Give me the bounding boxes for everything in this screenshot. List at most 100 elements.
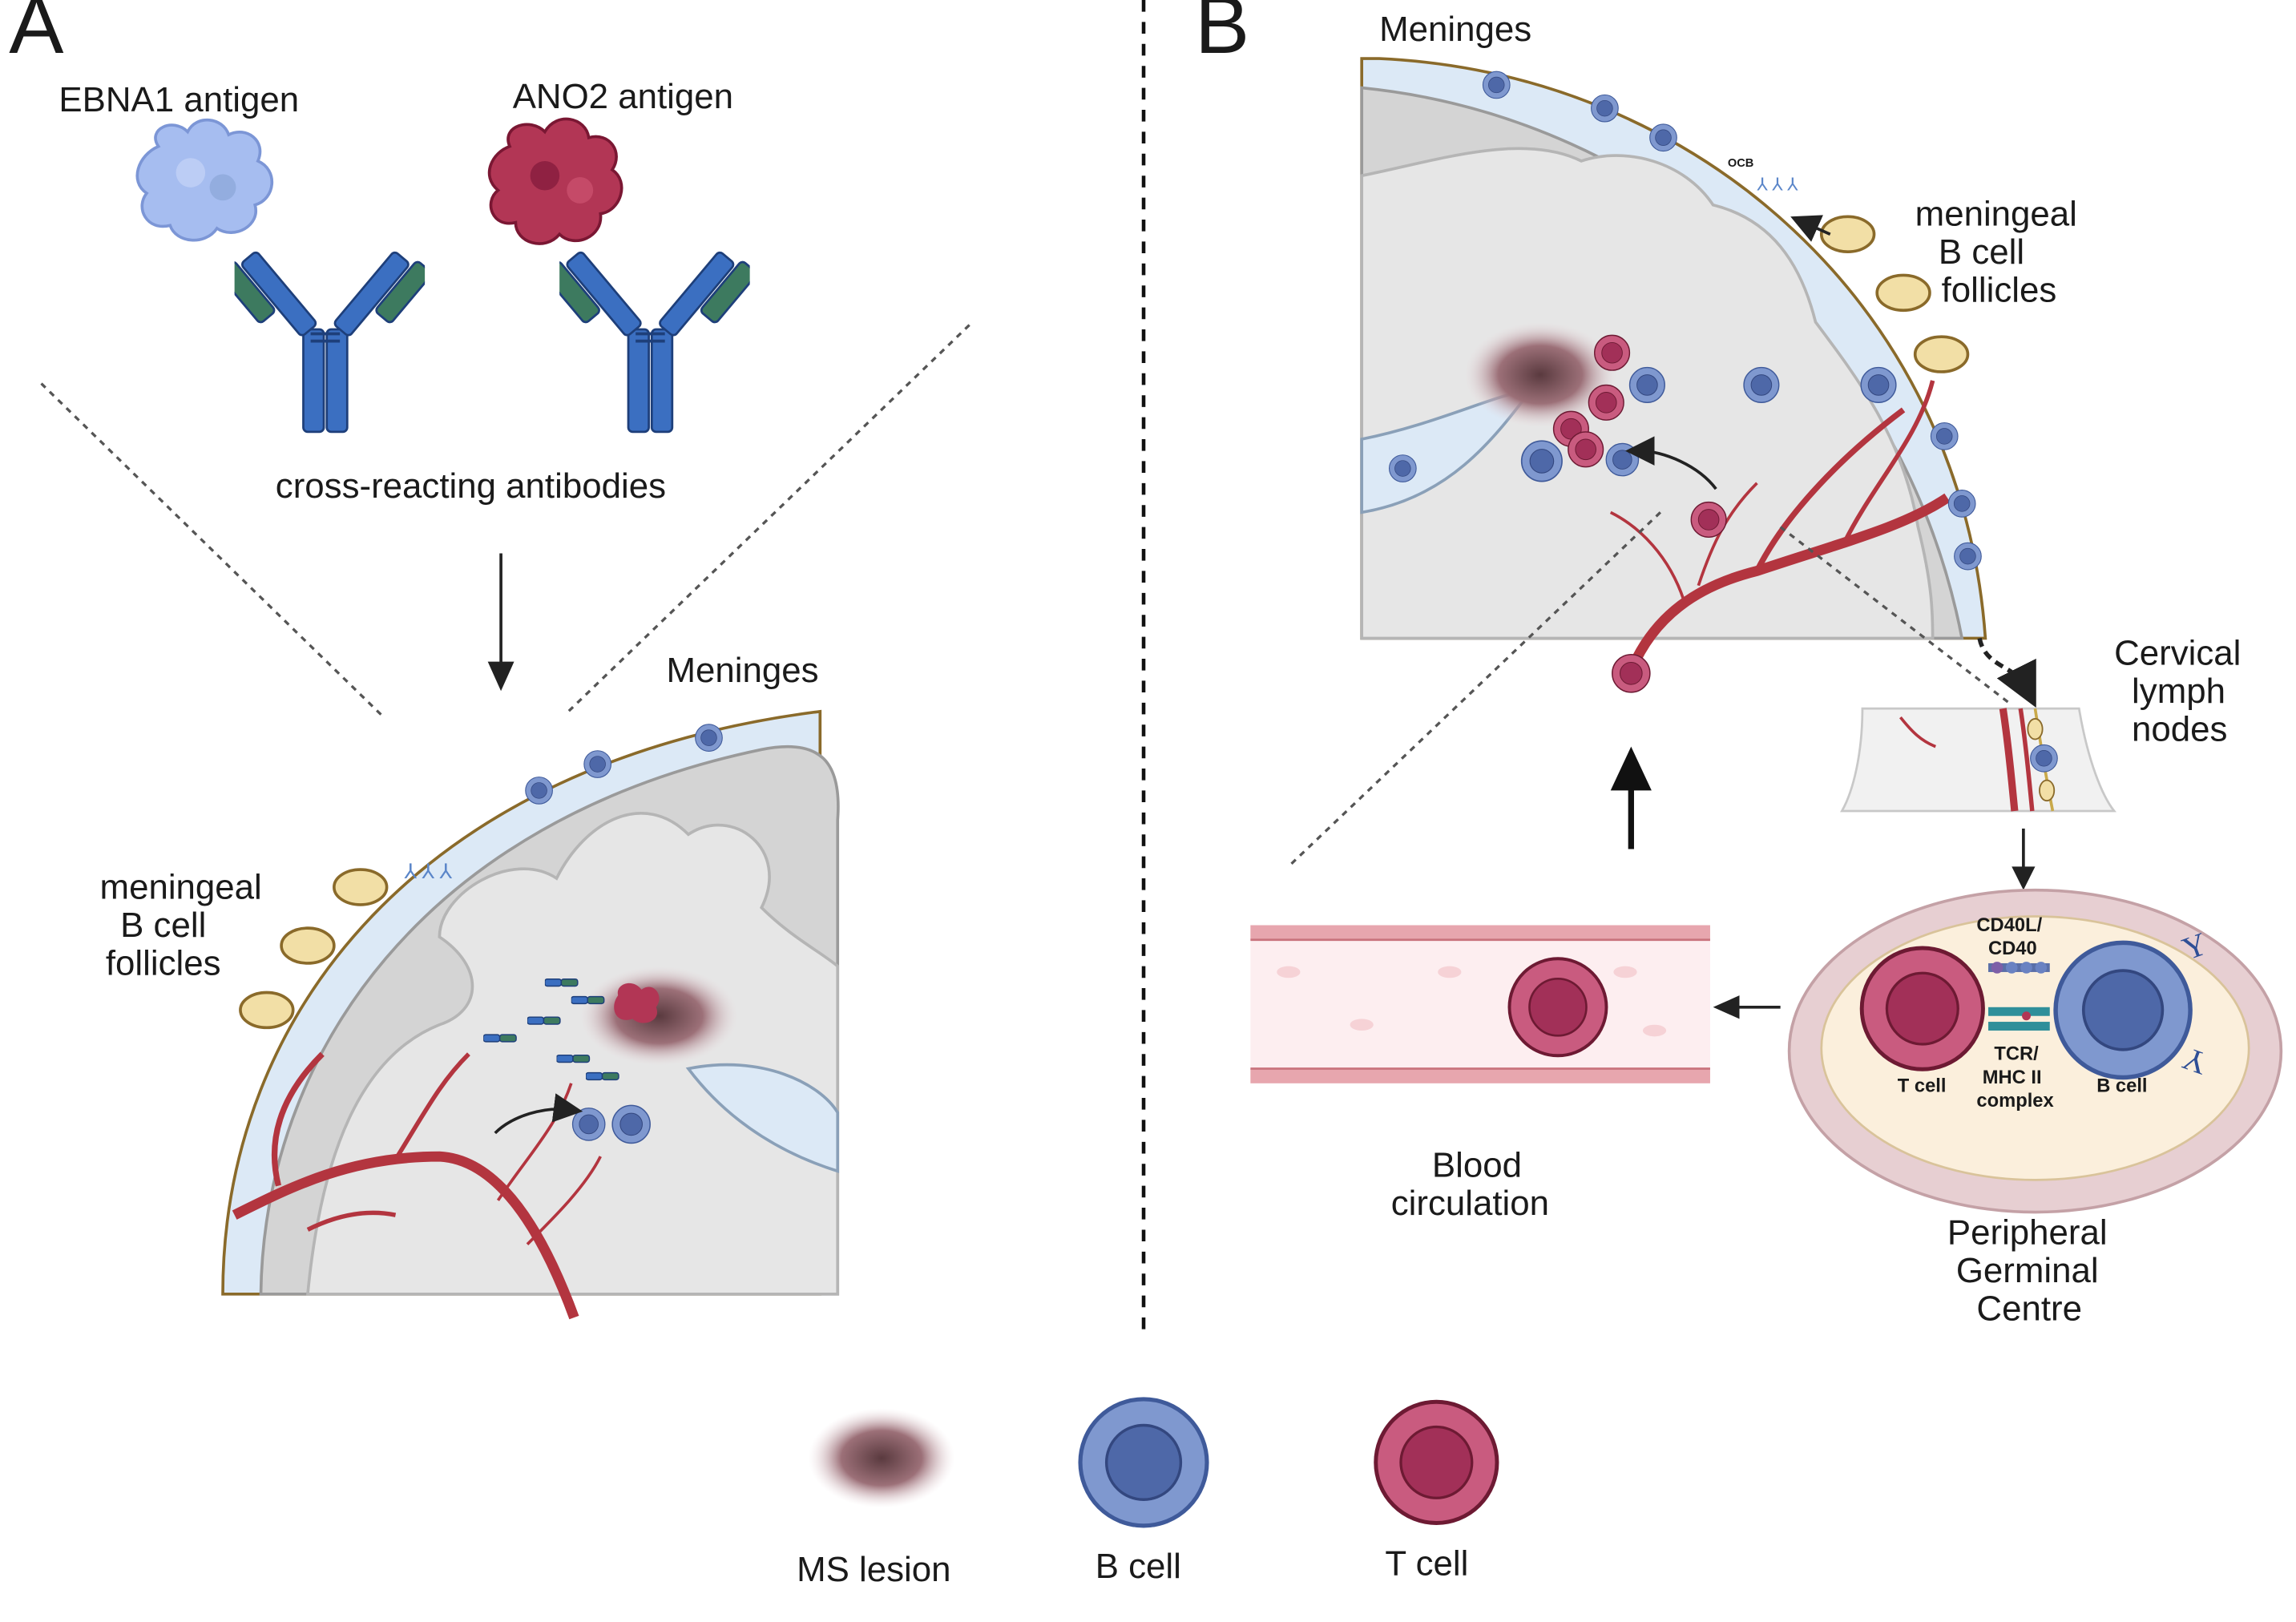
antibody-icon-right [559,244,750,434]
plasma-cell-b [1520,440,1564,482]
zoom-line-b-left [1290,511,1661,865]
drainage-arrow [1977,637,2036,708]
legend: MS lesion B cell T cell [797,1399,1497,1589]
cd40-interaction [1988,962,2050,974]
t-cell-b1 [1594,334,1631,371]
follicle-a2 [280,926,336,965]
b-cell-parenchyma-b4 [1605,442,1640,477]
ano2-antigen-icon [487,117,623,245]
t-cell-b4 [1568,431,1604,468]
follicles-label-b-2: B cell [1939,232,2024,272]
b-cell-meninges-b6 [1954,542,1982,571]
arrow-up-blood-head [1610,746,1652,791]
follicle-b3 [1913,335,1970,373]
t-cell-exiting-b [1612,653,1651,693]
tcr-label-1: TCR/ [1994,1044,2039,1065]
legend-t-cell-label: T cell [1385,1544,1468,1584]
b-cell-meninges-b3 [1649,123,1677,152]
tcr-mhc-interaction [1988,1007,2050,1031]
t-cell-germinal [1862,948,1983,1069]
germinal-bcell-label: B cell [2096,1076,2147,1097]
b-cell-parenchyma-b1 [1628,366,1665,403]
antibody-cluster-a1 [483,1034,517,1043]
ocb-label: OCB [1728,157,1753,170]
t-cell-b2 [1588,384,1624,421]
down-arrow-head [487,661,514,692]
b-cell-meninges-a1 [695,724,723,752]
antibody-cluster-a5 [586,1071,619,1081]
b-cell-parenchyma-b2 [1743,366,1780,403]
lymph-label-2: lymph [2132,672,2225,711]
lymph-label-3: nodes [2132,709,2227,748]
follicles-label-a-1: meningeal [100,868,262,907]
follicles-label-b-3: follicles [1942,270,2057,309]
b-cell-germinal [2056,942,2190,1077]
follicle-arrow-b [1790,215,1831,242]
migration-arrow-a [494,1093,583,1135]
arrow-to-blood-head [1713,995,1740,1019]
germinal-label-2: Germinal [1956,1251,2099,1290]
blood-label-2: circulation [1391,1184,1549,1223]
b-cell-parenchyma-b3 [1860,366,1897,403]
plasma-cell-a [611,1104,652,1144]
blood-label-1: Blood [1432,1146,1522,1185]
ebna1-label: EBNA1 antigen [59,80,299,119]
legend-b-cell-icon [1080,1399,1207,1526]
b-cell-meninges-b1 [1482,71,1511,99]
cd40-label-2: CD40 [1988,938,2037,959]
ms-lesion-b [1464,321,1617,428]
panel-b-letter: B [1195,0,1249,71]
tcr-label-2: MHC II [1983,1067,2042,1088]
zoom-line-b-right [1779,526,2010,704]
b-cell-meninges-a3 [525,777,553,805]
b-cell-meninges-b5 [1947,490,1976,518]
legend-ms-lesion-icon [808,1408,955,1508]
b-cell-ventricle-b [1388,454,1417,482]
t-cell-blood [1507,957,1608,1058]
migration-arrow-b [1625,436,1717,490]
germinal-label-1: Peripheral [1947,1213,2108,1253]
ebna1-antigen-icon [135,118,274,242]
b-cell-parenchyma-a1 [571,1108,606,1141]
germinal-tcell-label: T cell [1898,1076,1947,1097]
cd40-label-1: CD40L/ [1976,915,2042,936]
ano2-label: ANO2 antigen [513,77,733,116]
mini-antibodies-a: ⅄ ⅄ ⅄ [404,860,453,883]
antibody-cluster-a2 [527,1016,561,1025]
brain-section-b [1360,57,1987,673]
legend-ms-lesion-label: MS lesion [797,1550,950,1589]
b-cell-lymph [2030,744,2058,773]
b-cell-meninges-b4 [1930,422,1959,450]
mini-antibodies-b: ⅄ ⅄ ⅄ [1756,174,1798,194]
follicles-label-a-2: B cell [120,906,206,945]
neck-lymph-nodes [1840,707,2116,813]
blood-vessel [1250,925,1710,1083]
ano2-antigen-in-lesion [614,982,660,1023]
legend-b-cell-label: B cell [1096,1547,1181,1586]
follicle-a1 [333,868,389,906]
zoom-line-left [40,382,385,719]
t-cell-vessel-b [1690,501,1727,539]
follicles-label-a-3: follicles [106,944,221,983]
b-cell-meninges-a2 [583,750,612,778]
panel-a-letter: A [9,0,64,71]
antibodies-label: cross-reacting antibodies [276,466,666,506]
brain-section-a [221,709,840,1320]
follicle-b2 [1875,273,1931,313]
ms-lesion-a [579,966,739,1066]
follicle-a3 [239,991,295,1030]
follicles-label-b-1: meningeal [1915,194,2077,233]
meninges-label-a: Meninges [667,651,819,690]
legend-t-cell-icon [1376,1402,1497,1523]
germinal-label-3: Centre [1976,1289,2082,1329]
antibody-cluster-a6 [544,978,579,987]
antibody-cluster-a4 [556,1054,591,1063]
meninges-label-b: Meninges [1379,10,1531,49]
lymph-label-1: Cervical [2114,633,2241,672]
arrow-to-germinal-head [2012,866,2036,890]
tcr-label-3: complex [1976,1091,2054,1112]
antibody-cluster-a3 [571,995,605,1005]
b-cell-meninges-b2 [1591,94,1619,123]
antibody-icon-left [234,244,426,434]
